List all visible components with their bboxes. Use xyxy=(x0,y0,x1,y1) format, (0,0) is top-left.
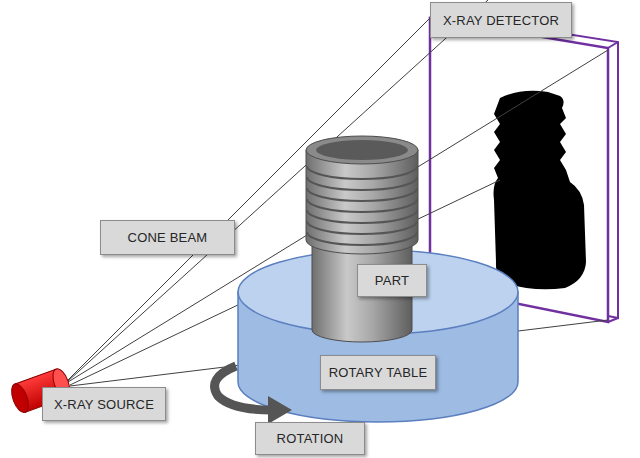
label-box: ROTARY TABLE xyxy=(320,355,437,390)
label-box: PART xyxy=(357,264,427,297)
label-text: ROTATION xyxy=(277,431,344,446)
label-text: ROTARY TABLE xyxy=(329,365,428,380)
label-box: CONE BEAM xyxy=(100,220,235,255)
label-box: ROTATION xyxy=(255,422,365,455)
cone-beam-lines xyxy=(68,0,608,386)
label-box: X-RAY SOURCE xyxy=(42,387,166,421)
label-text: CONE BEAM xyxy=(128,230,208,245)
part-cylinder xyxy=(306,136,418,342)
label-text: PART xyxy=(375,273,409,288)
label-box: X-RAY DETECTOR xyxy=(430,2,572,38)
part-shadow-image xyxy=(494,91,587,289)
label-text: X-RAY DETECTOR xyxy=(443,13,559,28)
rotation-arrow xyxy=(215,366,292,424)
label-text: X-RAY SOURCE xyxy=(54,397,154,412)
